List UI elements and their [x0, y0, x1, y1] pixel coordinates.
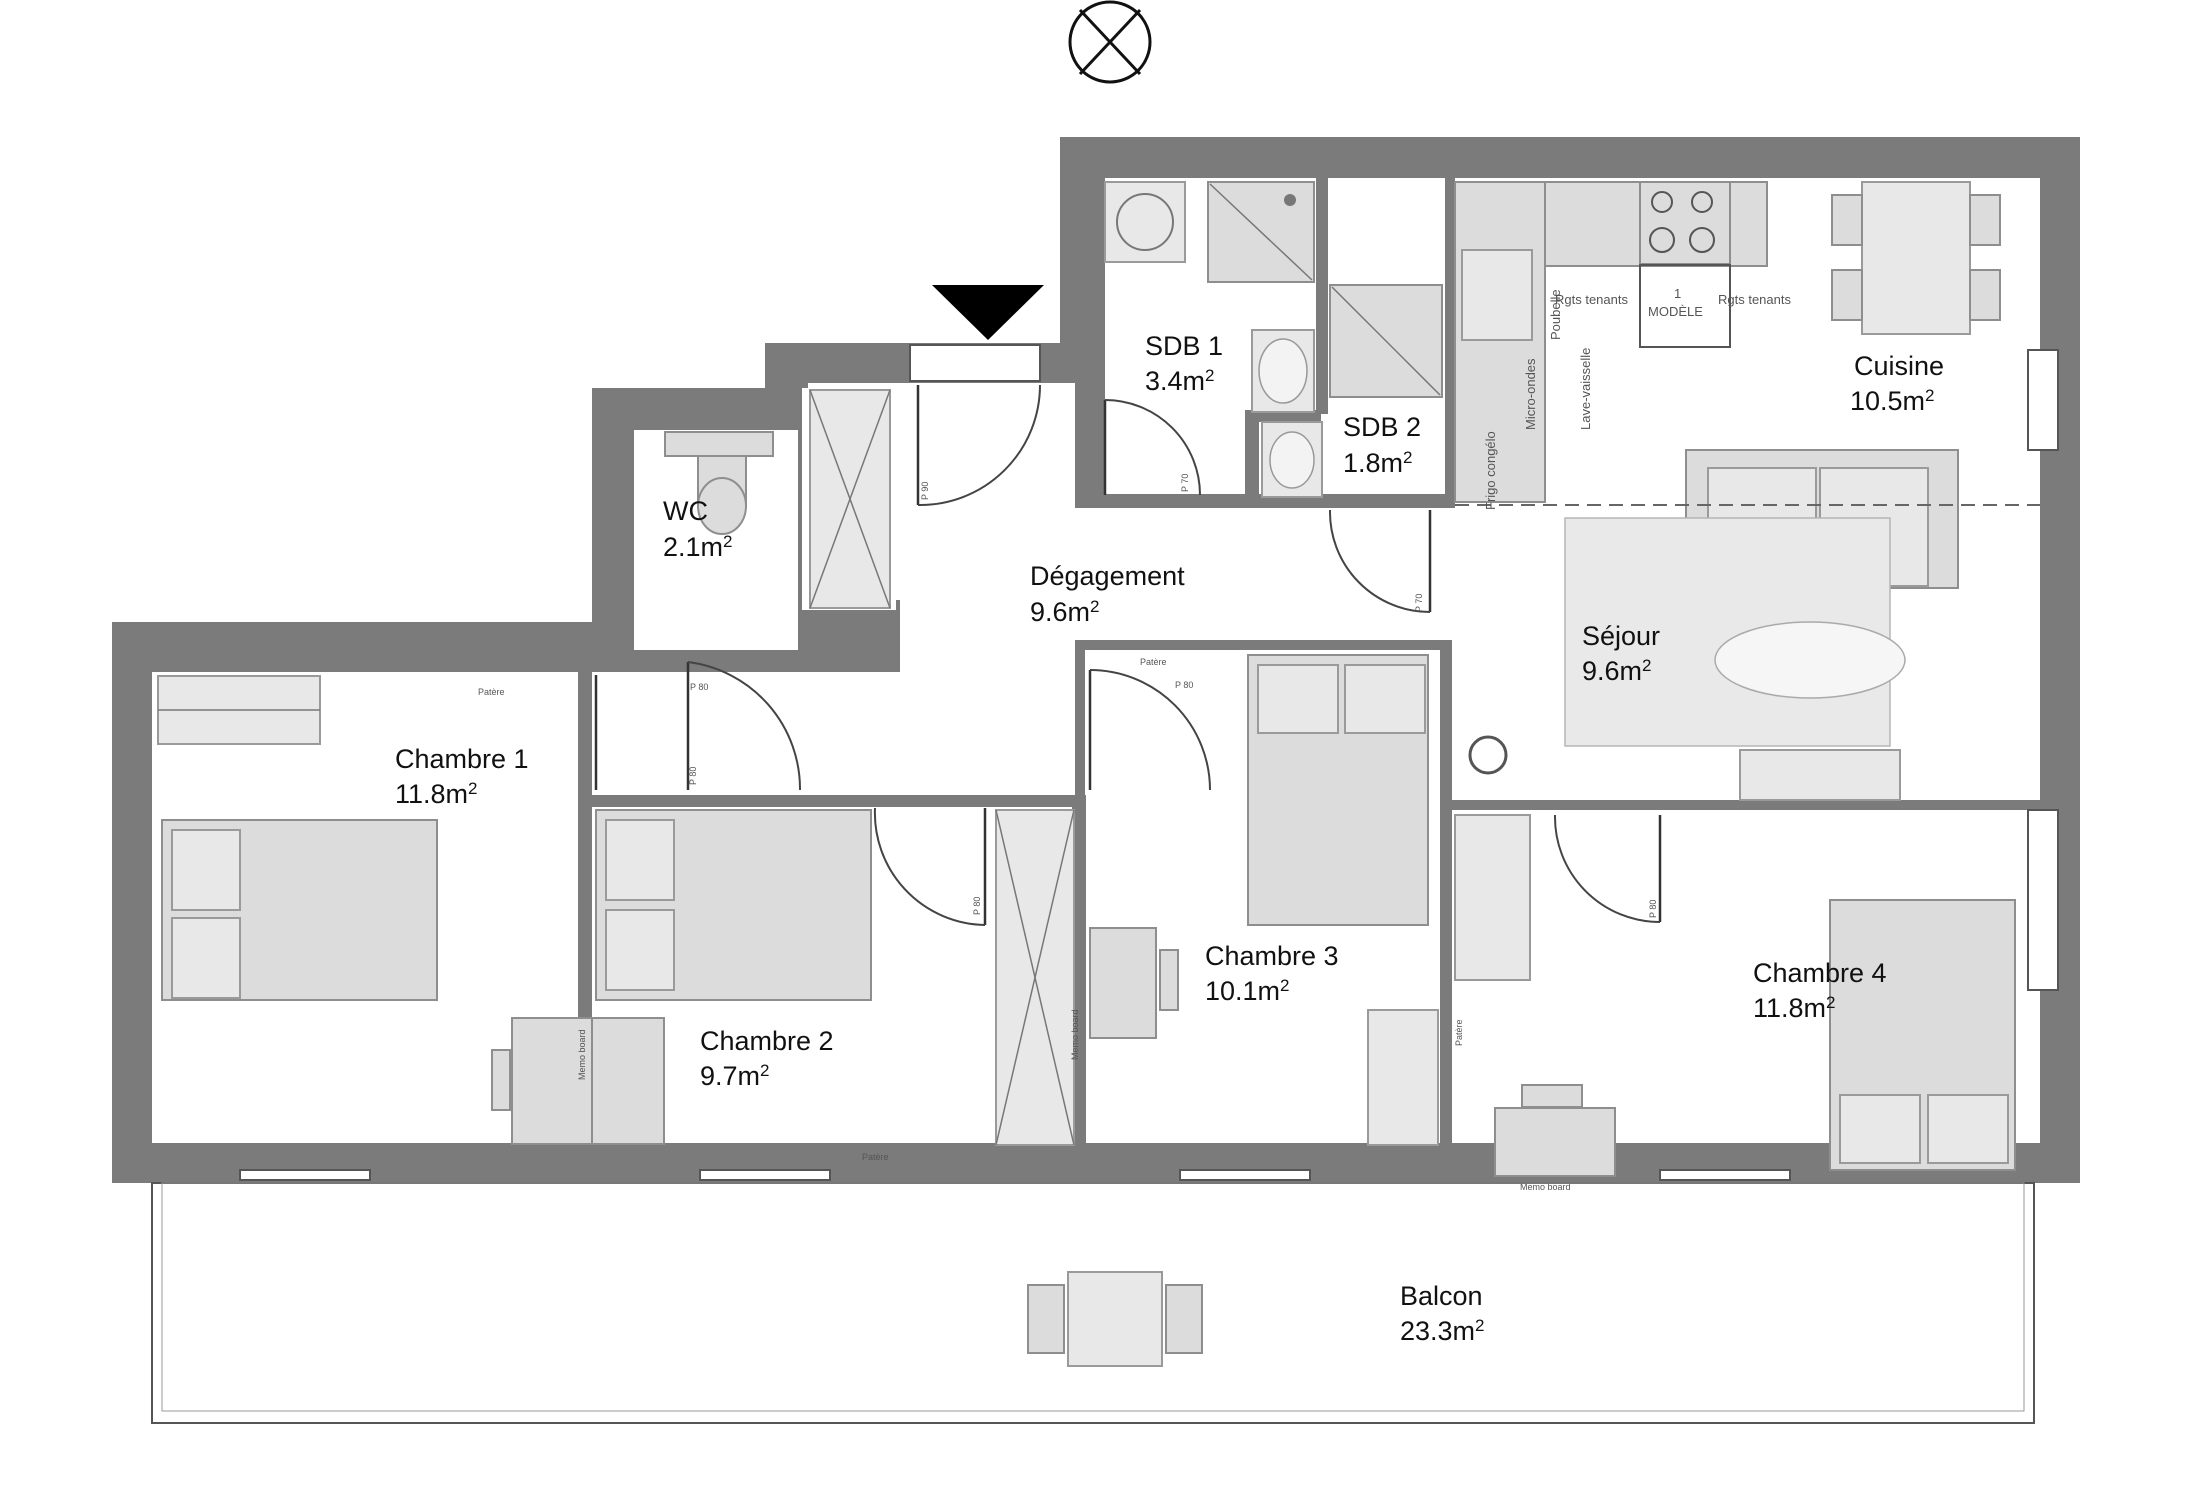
svg-text:2.1m2: 2.1m2 [663, 532, 733, 563]
label-balcon: Balcon 23.3m2 [1400, 1281, 1485, 1346]
svg-text:Cuisine: Cuisine [1854, 351, 1944, 381]
door-sdb2[interactable] [1328, 509, 1432, 613]
wardrobe-chambre3 [1367, 1009, 1439, 1146]
label-chambre2: Chambre 2 9.7m2 [700, 1026, 834, 1091]
door-tag-ch1: P 80 [688, 767, 698, 785]
wardrobe-chambre1 [157, 675, 321, 745]
shower-sdb2 [1329, 284, 1443, 398]
label-sdb2: SDB 2 1.8m2 [1343, 412, 1421, 478]
label-patere-2: Patère [862, 1152, 889, 1162]
label-lave-vaisselle: Lave-vaisselle [1578, 348, 1593, 430]
label-rgts-tenants-left: Rgts tenants [1555, 292, 1628, 307]
bed-chambre2 [595, 809, 872, 1001]
door-entry[interactable] [916, 384, 1041, 507]
balcony-table [1027, 1271, 1203, 1367]
svg-text:3.4m2: 3.4m2 [1145, 366, 1215, 397]
desk-chambre3 [1089, 927, 1179, 1039]
label-sdb1: SDB 1 3.4m2 [1145, 331, 1223, 396]
door-tag-ch2: P 80 [972, 897, 982, 915]
windows [239, 344, 2059, 1181]
door-chambre2[interactable] [873, 807, 987, 926]
label-frigo: Frigo congélo [1483, 431, 1498, 510]
label-chambre1: Chambre 1 11.8m2 [395, 744, 529, 809]
label-modele-number: 1 [1674, 286, 1681, 301]
door-tag-entry: P 90 [920, 482, 930, 500]
svg-text:10.1m2: 10.1m2 [1205, 976, 1290, 1007]
label-wc: WC 2.1m2 [663, 496, 733, 562]
svg-text:WC: WC [663, 496, 708, 526]
label-patere-3: Patère [1140, 657, 1167, 667]
svg-text:Chambre 3: Chambre 3 [1205, 941, 1339, 971]
svg-text:SDB 1: SDB 1 [1145, 331, 1223, 361]
svg-text:Chambre 2: Chambre 2 [700, 1026, 834, 1056]
label-memo-board-1: Memo board [1070, 1009, 1080, 1060]
label-poubelle: Poubelle [1548, 289, 1563, 340]
label-chambre4: Chambre 4 11.8m2 [1753, 958, 1887, 1023]
svg-text:Chambre 1: Chambre 1 [395, 744, 529, 774]
wardrobe-chambre4 [1454, 814, 1531, 981]
svg-text:9.6m2: 9.6m2 [1030, 597, 1100, 628]
bed-chambre4 [1829, 899, 2016, 1171]
sink-sdb2 [1261, 421, 1323, 498]
svg-text:10.5m2: 10.5m2 [1850, 386, 1935, 417]
label-micro-ondes: Micro-ondes [1523, 358, 1538, 430]
door-tag-ch4: P 80 [1648, 900, 1658, 918]
label-memo-board-3: Memo board [1520, 1182, 1571, 1192]
label-cuisine: Cuisine 10.5m2 [1850, 351, 1944, 416]
wardrobe-chambre2 [995, 809, 1075, 1146]
coffee-table [1714, 621, 1906, 699]
entrance-arrow-icon [932, 285, 1044, 340]
svg-text:Dégagement: Dégagement [1030, 561, 1185, 591]
label-degagement: Dégagement 9.6m2 [1030, 561, 1185, 627]
door-tag-ch3: P 80 [1175, 680, 1193, 690]
svg-text:23.3m2: 23.3m2 [1400, 1316, 1485, 1347]
svg-text:SDB 2: SDB 2 [1343, 412, 1421, 442]
tv-unit [1739, 749, 1901, 801]
svg-text:9.7m2: 9.7m2 [700, 1061, 770, 1092]
svg-text:11.8m2: 11.8m2 [395, 779, 478, 810]
door-wc[interactable] [686, 661, 802, 791]
label-patere-1: Patère [478, 687, 505, 697]
balcony-outline [151, 1182, 2035, 1424]
desk-chambre4 [1494, 1084, 1616, 1177]
svg-text:11.8m2: 11.8m2 [1753, 993, 1836, 1024]
label-rgts-tenants-right: Rgts tenants [1718, 292, 1791, 307]
dining-table [1831, 181, 2001, 335]
svg-text:Balcon: Balcon [1400, 1281, 1483, 1311]
svg-text:1.8m2: 1.8m2 [1343, 448, 1413, 479]
svg-text:9.6m2: 9.6m2 [1582, 656, 1652, 687]
label-sejour: Séjour 9.6m2 [1582, 621, 1660, 686]
interior-walls [578, 178, 2040, 1150]
door-tag-sdb2: P 70 [1414, 594, 1424, 612]
label-modele: MODÈLE [1648, 304, 1703, 319]
toilet [664, 431, 774, 535]
washing-machine [1104, 181, 1186, 263]
steering-decor [1468, 735, 1508, 775]
door-tag-sdb1: P 70 [1180, 474, 1190, 492]
north-compass-icon [1068, 0, 1152, 84]
door-chambre3[interactable] [1088, 669, 1211, 791]
kitchen-counter [1454, 181, 1768, 503]
bed-chambre3 [1247, 654, 1429, 926]
bed-chambre1 [161, 819, 438, 1001]
svg-text:Séjour: Séjour [1582, 621, 1660, 651]
door-chambre4[interactable] [1553, 814, 1662, 923]
label-memo-board-2: Memo board [577, 1029, 587, 1080]
svg-text:Chambre 4: Chambre 4 [1753, 958, 1887, 988]
entry-closet [809, 389, 891, 609]
shower-sdb1 [1207, 181, 1315, 283]
label-patere-4: Patère [1454, 1019, 1464, 1046]
door-sdb1[interactable] [1103, 399, 1201, 496]
label-chambre3: Chambre 3 10.1m2 [1205, 941, 1339, 1006]
sink-sdb1 [1251, 329, 1315, 413]
door-tag-wc: P 80 [690, 682, 708, 692]
desk-chambre2 [591, 1017, 665, 1145]
